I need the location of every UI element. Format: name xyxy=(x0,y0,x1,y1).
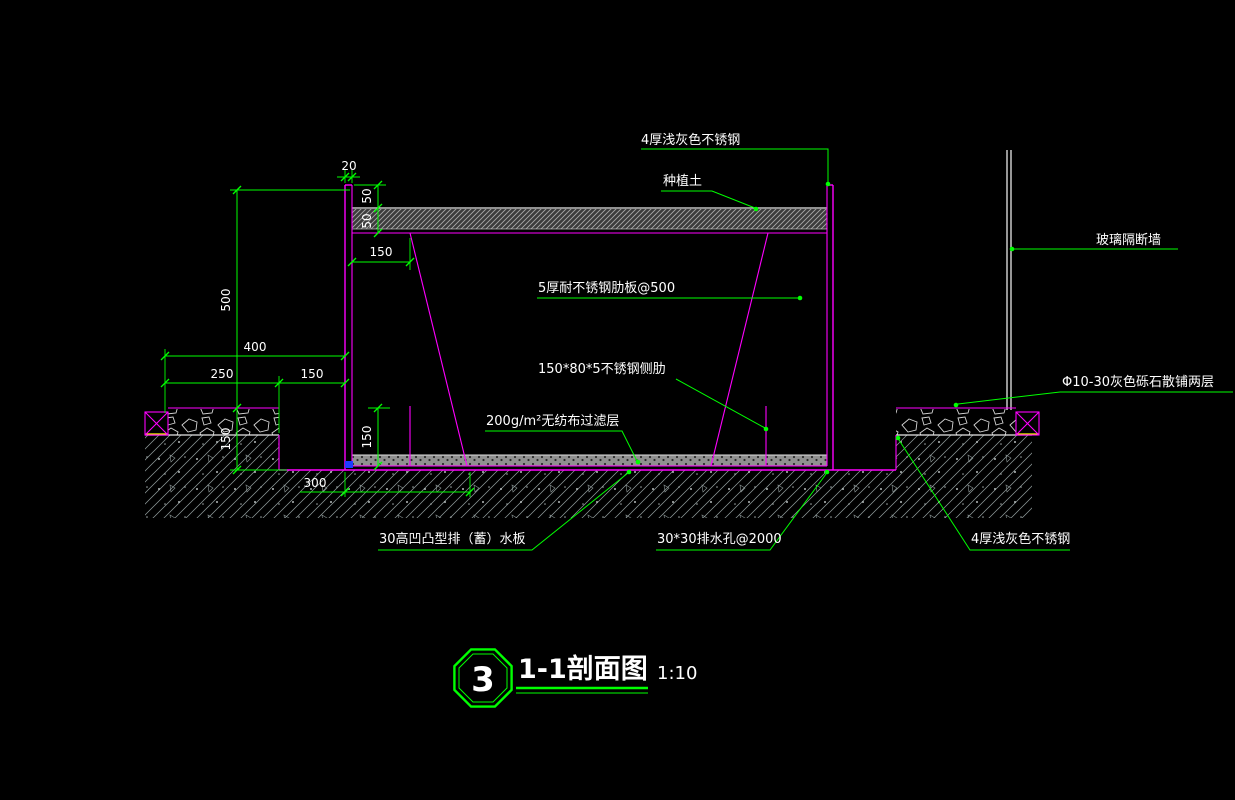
dimension-lines xyxy=(160,170,475,497)
label-stainless-top: 4厚浅灰色不锈钢 xyxy=(641,132,740,148)
edge-restraint-left xyxy=(144,411,169,436)
ground-concrete-hatch xyxy=(145,435,1032,518)
dim-150-offset: 150 xyxy=(301,367,324,381)
drawing-title: 1-1剖面图 xyxy=(518,653,648,685)
dim-400: 400 xyxy=(244,340,267,354)
label-planting-soil: 种植土 xyxy=(663,174,702,189)
dim-150-inner: 150 xyxy=(360,426,374,449)
drainage-board-layer xyxy=(352,454,827,466)
dim-150-ledge: 150 xyxy=(370,245,393,259)
dim-50-layer: 50 xyxy=(360,213,374,228)
dimension-texts: 500 150 400 250 150 20 50 50 150 150 300 xyxy=(211,159,393,490)
dim-300: 300 xyxy=(304,476,327,490)
dim-150-sump: 150 xyxy=(219,428,233,451)
title-block: 3 1-1剖面图 1:10 xyxy=(453,648,697,708)
planting-soil-hatch xyxy=(352,207,827,230)
gravel-pockets xyxy=(168,409,1016,435)
drawing-scale: 1:10 xyxy=(657,663,697,684)
dim-500: 500 xyxy=(219,289,233,312)
dim-50-cover: 50 xyxy=(360,188,374,203)
label-rib-plate: 5厚耐不锈钢肋板@500 xyxy=(538,281,675,296)
section-number-badge xyxy=(453,648,513,708)
label-drain-hole: 30*30排水孔@2000 xyxy=(657,532,782,547)
dim-250: 250 xyxy=(211,367,234,381)
label-filter-layer: 200g/m²无纺布过滤层 xyxy=(486,414,619,429)
label-glass-partition: 玻璃隔断墙 xyxy=(1096,233,1161,248)
label-side-rib: 150*80*5不锈钢侧肋 xyxy=(538,362,666,377)
label-drainage-board: 30高凹凸型排（蓄）水板 xyxy=(379,531,526,547)
label-stainless-bottom: 4厚浅灰色不锈钢 xyxy=(971,531,1070,547)
dim-20: 20 xyxy=(341,159,356,173)
edge-restraint-right xyxy=(1015,411,1040,436)
label-gravel-layer: Φ10-30灰色砾石散铺两层 xyxy=(1062,374,1214,390)
weep-hole-marker xyxy=(345,461,353,468)
annotations: 4厚浅灰色不锈钢 种植土 玻璃隔断墙 5厚耐不锈钢肋板@500 150*80*5… xyxy=(378,132,1233,551)
section-number: 3 xyxy=(471,660,495,700)
glass-partition-wall xyxy=(1006,150,1012,410)
planter-section-outline xyxy=(168,184,1016,471)
